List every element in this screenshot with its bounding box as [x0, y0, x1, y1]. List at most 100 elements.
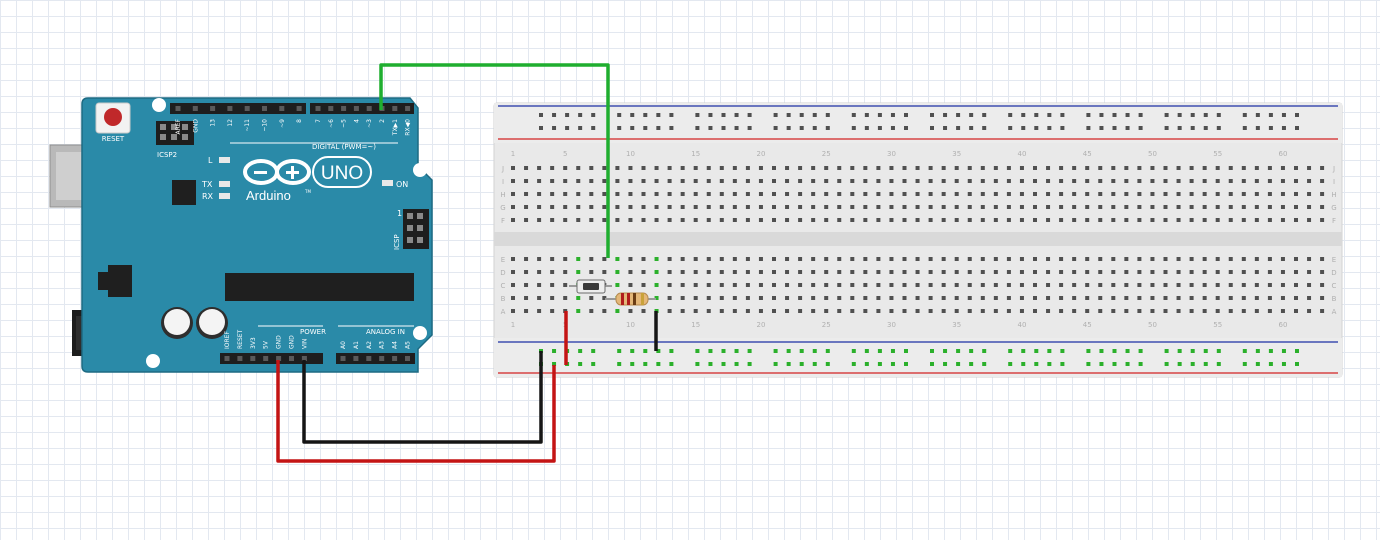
rail-hole	[851, 349, 856, 353]
breadboard-hole	[850, 257, 855, 261]
breadboard-hole	[589, 257, 594, 261]
breadboard-hole	[1228, 257, 1233, 261]
row-letter: F	[501, 217, 505, 225]
rail-hole	[864, 349, 869, 353]
breadboard-hole	[863, 296, 868, 300]
breadboard-hole	[1019, 257, 1024, 261]
breadboard-hole	[915, 192, 920, 196]
green-signal-wire	[379, 63, 610, 258]
power-pin	[250, 356, 256, 361]
breadboard-hole	[811, 257, 816, 261]
breadboard-hole	[628, 192, 633, 196]
breadboard-hole	[798, 192, 803, 196]
digital-pin-label: ~10	[262, 119, 269, 132]
breadboard-hole	[850, 166, 855, 170]
breadboard-hole	[1124, 257, 1129, 261]
rail-hole	[943, 113, 948, 117]
breadboard-hole	[1085, 218, 1090, 222]
row-letter: J	[501, 165, 504, 173]
breadboard-hole	[1267, 166, 1272, 170]
rail-hole	[877, 362, 882, 366]
breadboard-hole	[758, 192, 763, 196]
digital-pin-holes	[175, 106, 411, 111]
breadboard-hole	[654, 270, 659, 274]
breadboard-hole	[1072, 218, 1077, 222]
breadboard-hole	[1280, 309, 1285, 313]
breadboard-hole	[1085, 296, 1090, 300]
breadboard-hole	[615, 166, 620, 170]
rail-hole	[1034, 113, 1039, 117]
rail-hole	[630, 349, 635, 353]
rail-hole	[747, 362, 752, 366]
breadboard-hole	[680, 166, 685, 170]
column-number: 25	[822, 321, 831, 329]
breadboard-hole	[1320, 166, 1325, 170]
breadboard-hole	[1072, 270, 1077, 274]
rail-hole	[1216, 349, 1221, 353]
breadboard-hole	[1241, 192, 1246, 196]
rail-hole	[890, 113, 895, 117]
breadboard-hole	[576, 166, 581, 170]
breadboard-hole	[745, 283, 750, 287]
power-header	[220, 353, 323, 364]
breadboard-hole	[1176, 192, 1181, 196]
breadboard-hole	[1307, 179, 1312, 183]
breadboard-hole	[589, 309, 594, 313]
rail-hole	[1281, 113, 1286, 117]
breadboard-hole	[758, 218, 763, 222]
breadboard-hole	[550, 257, 555, 261]
breadboard-hole	[732, 309, 737, 313]
rail-hole	[669, 362, 674, 366]
breadboard-hole	[706, 283, 711, 287]
breadboard-hole	[1019, 283, 1024, 287]
breadboard-hole	[1320, 283, 1325, 287]
breadboard-hole	[641, 270, 646, 274]
breadboard-hole	[589, 296, 594, 300]
breadboard-hole	[732, 270, 737, 274]
breadboard-hole	[1137, 205, 1142, 209]
rail-hole	[812, 113, 817, 117]
breadboard-hole	[550, 179, 555, 183]
rail-hole	[695, 113, 700, 117]
breadboard-hole	[1033, 283, 1037, 287]
breadboard-hole	[772, 218, 776, 222]
reset-button-cap[interactable]	[104, 108, 122, 126]
breadboard-hole	[1241, 166, 1246, 170]
rail-hole	[864, 113, 869, 117]
power-pin-label: 3V3	[250, 337, 257, 349]
rail-hole	[708, 349, 713, 353]
breadboard-hole	[1215, 296, 1220, 300]
breadboard-hole	[1189, 218, 1194, 222]
breadboard-hole	[1202, 192, 1207, 196]
breadboard-hole	[511, 205, 515, 209]
digital-pin-label: ~6	[328, 119, 335, 128]
breadboard-hole	[589, 192, 594, 196]
breadboard-hole	[876, 257, 881, 261]
breadboard-hole	[706, 296, 711, 300]
breadboard-hole	[550, 270, 555, 274]
row-letter: D	[1331, 269, 1336, 277]
breadboard-hole	[1215, 192, 1220, 196]
bottom-pin-holes	[224, 356, 410, 361]
rail-hole	[1034, 362, 1039, 366]
breadboard-hole	[1228, 270, 1233, 274]
rail-hole	[956, 349, 961, 353]
column-number: 20	[756, 321, 765, 329]
breadboard-hole	[602, 309, 607, 313]
breadboard-hole	[1163, 192, 1168, 196]
breadboard-hole	[798, 257, 803, 261]
breadboard-hole	[550, 205, 555, 209]
breadboard-hole	[1150, 205, 1155, 209]
breadboard-hole	[563, 179, 568, 183]
rail-hole	[747, 349, 752, 353]
breadboard-hole	[1202, 218, 1207, 222]
breadboard-hole	[719, 218, 724, 222]
breadboard-hole	[628, 270, 633, 274]
breadboard-hole	[1072, 296, 1077, 300]
breadboard-hole	[719, 166, 724, 170]
breadboard-hole	[1006, 205, 1011, 209]
breadboard-hole	[785, 205, 790, 209]
breadboard-hole	[876, 192, 881, 196]
breadboard-hole	[758, 296, 763, 300]
